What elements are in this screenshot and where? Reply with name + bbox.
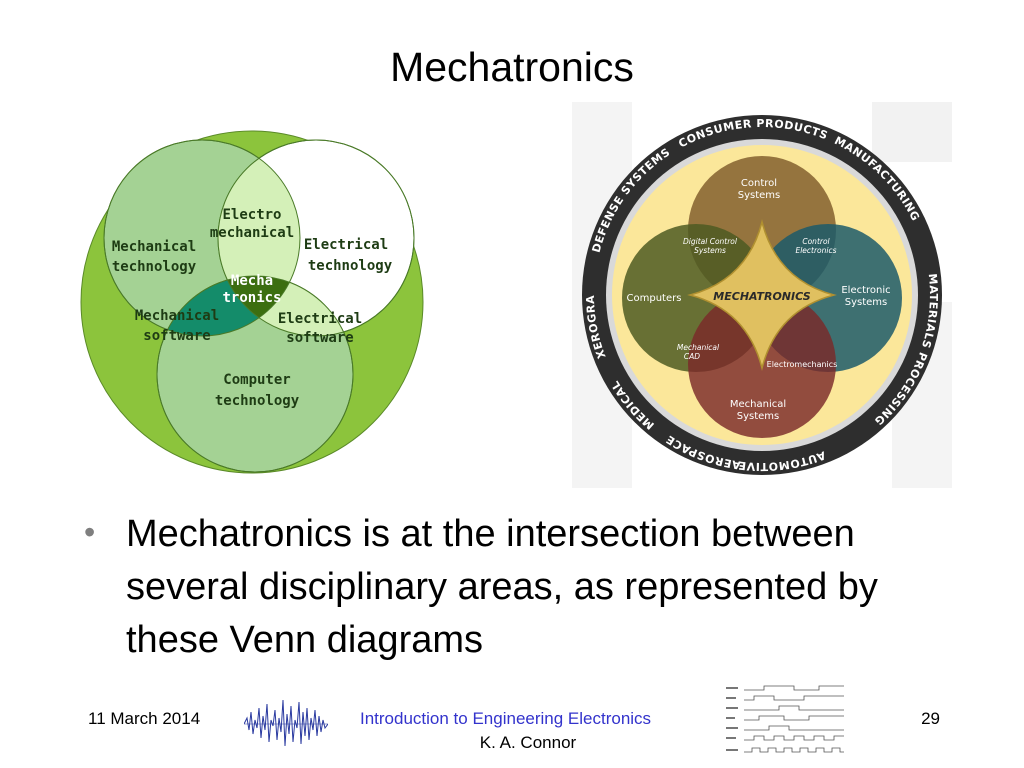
label-electronic-systems-2: Systems bbox=[845, 297, 888, 308]
page-number: 29 bbox=[921, 709, 940, 728]
electrical-software-overlap bbox=[218, 276, 353, 336]
label-mechanical-systems-1: Mechanical bbox=[730, 399, 786, 410]
label-computer-technology-2: technology bbox=[215, 393, 300, 409]
label-mechanical-cad-2: CAD bbox=[684, 352, 700, 361]
timing-diagram-icon bbox=[726, 685, 844, 753]
label-electro-2: mechanical bbox=[210, 225, 294, 241]
label-mechanical-technology-1: Mechanical bbox=[112, 239, 196, 255]
footer-course-title: Introduction to Engineering Electronics bbox=[360, 709, 652, 728]
label-electronic-systems-1: Electronic bbox=[841, 285, 890, 296]
footer-author: K. A. Connor bbox=[479, 733, 577, 752]
label-mechatronics-2: tronics bbox=[222, 290, 281, 306]
slide-title: Mechatronics bbox=[390, 44, 634, 90]
label-electrical-technology-1: Electrical bbox=[304, 237, 388, 253]
footer-date: 11 March 2014 bbox=[88, 709, 201, 728]
mechatronics-venn-diagram-left: Mechanical technology Electro mechanical… bbox=[80, 130, 424, 474]
label-mechanical-cad-1: Mechanical bbox=[677, 343, 720, 352]
label-electrical-software-1: Electrical bbox=[278, 311, 362, 327]
label-computer-technology-1: Computer bbox=[223, 372, 290, 388]
bullet-dot-icon: • bbox=[84, 514, 96, 550]
label-electrical-software-2: software bbox=[286, 330, 353, 346]
label-mechanical-software-2: software bbox=[143, 328, 210, 344]
label-electrical-technology-2: technology bbox=[308, 258, 393, 274]
label-control-systems-2: Systems bbox=[738, 190, 781, 201]
label-control-electronics-2: Electronics bbox=[795, 246, 836, 255]
label-mechanical-technology-2: technology bbox=[112, 259, 197, 275]
label-computers: Computers bbox=[627, 293, 682, 304]
label-mechatronics-center: MECHATRONICS bbox=[713, 290, 811, 303]
bullet-text: Mechatronics is at the intersection betw… bbox=[126, 513, 878, 661]
noise-signal-icon bbox=[244, 699, 328, 747]
mechatronics-center bbox=[687, 219, 837, 371]
label-electromechanics: Electromechanics bbox=[767, 360, 838, 369]
label-control-systems-1: Control bbox=[741, 178, 777, 189]
mechatronics-venn-diagram-right: AUTOMOTIVE AEROSPACE MEDICAL XEROGRAPHY … bbox=[572, 102, 952, 488]
label-digital-control-1: Digital Control bbox=[683, 237, 738, 246]
label-mechatronics-1: Mecha bbox=[231, 273, 273, 289]
label-control-electronics-1: Control bbox=[802, 237, 830, 246]
label-mechanical-systems-2: Systems bbox=[737, 411, 780, 422]
label-electro-1: Electro bbox=[222, 207, 281, 223]
label-digital-control-2: Systems bbox=[694, 246, 726, 255]
mechanical-software-overlap bbox=[157, 276, 300, 336]
label-mechanical-software-1: Mechanical bbox=[135, 308, 219, 324]
